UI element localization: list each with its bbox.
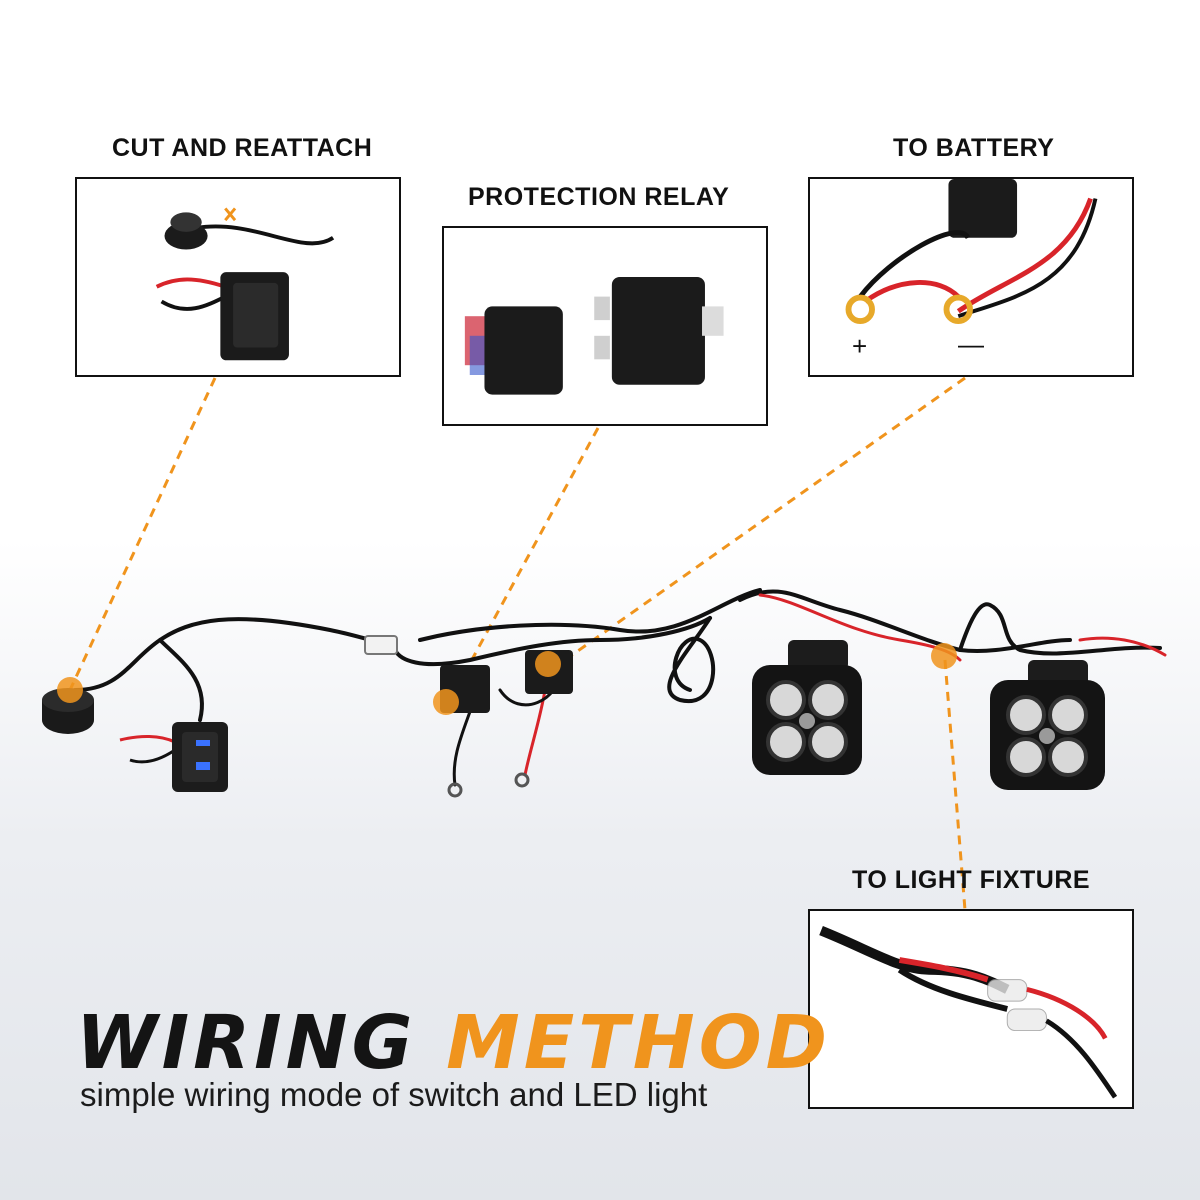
light-fixture-connector-illustration — [819, 926, 1118, 1099]
relay-illustration — [464, 277, 724, 395]
hotspot-battery — [535, 651, 561, 677]
callout-label-cut: CUT AND REATTACH — [112, 134, 373, 162]
battery-terminal-illustration — [845, 179, 1098, 325]
callout-label-relay: PROTECTION RELAY — [468, 183, 730, 211]
panel-to-light-fixture — [808, 909, 1134, 1109]
led-light-right — [990, 660, 1105, 790]
leader-lines — [68, 376, 967, 911]
panel-cut-and-reattach — [75, 177, 401, 377]
leader-line-battery — [564, 376, 966, 662]
leader-line-cut — [68, 377, 217, 691]
hotspot-relay — [433, 689, 459, 715]
switch-wiring-illustration — [155, 207, 335, 361]
ring-terminals — [447, 772, 530, 798]
led-light-left — [752, 640, 862, 775]
hotspot-fixture — [931, 643, 957, 669]
headline-word-wiring: WIRING — [76, 1000, 417, 1086]
subtitle: simple wiring mode of switch and LED lig… — [80, 1076, 708, 1113]
leader-line-relay — [448, 427, 600, 701]
hotspot-cut — [57, 677, 83, 703]
harness-connector — [364, 635, 398, 655]
leader-line-fixture — [943, 659, 967, 911]
callout-label-fixture: TO LIGHT FIXTURE — [852, 866, 1091, 894]
panel-to-battery: + — — [808, 177, 1134, 377]
headline: WIRING METHOD — [76, 1000, 831, 1086]
panel-protection-relay — [442, 226, 768, 426]
callout-label-battery: TO BATTERY — [893, 134, 1055, 162]
battery-minus-sign: — — [958, 329, 984, 359]
hotspot-markers — [57, 643, 957, 715]
rocker-switch — [119, 722, 228, 792]
battery-plus-sign: + — [852, 331, 868, 361]
headline-word-method: METHOD — [446, 1000, 832, 1086]
